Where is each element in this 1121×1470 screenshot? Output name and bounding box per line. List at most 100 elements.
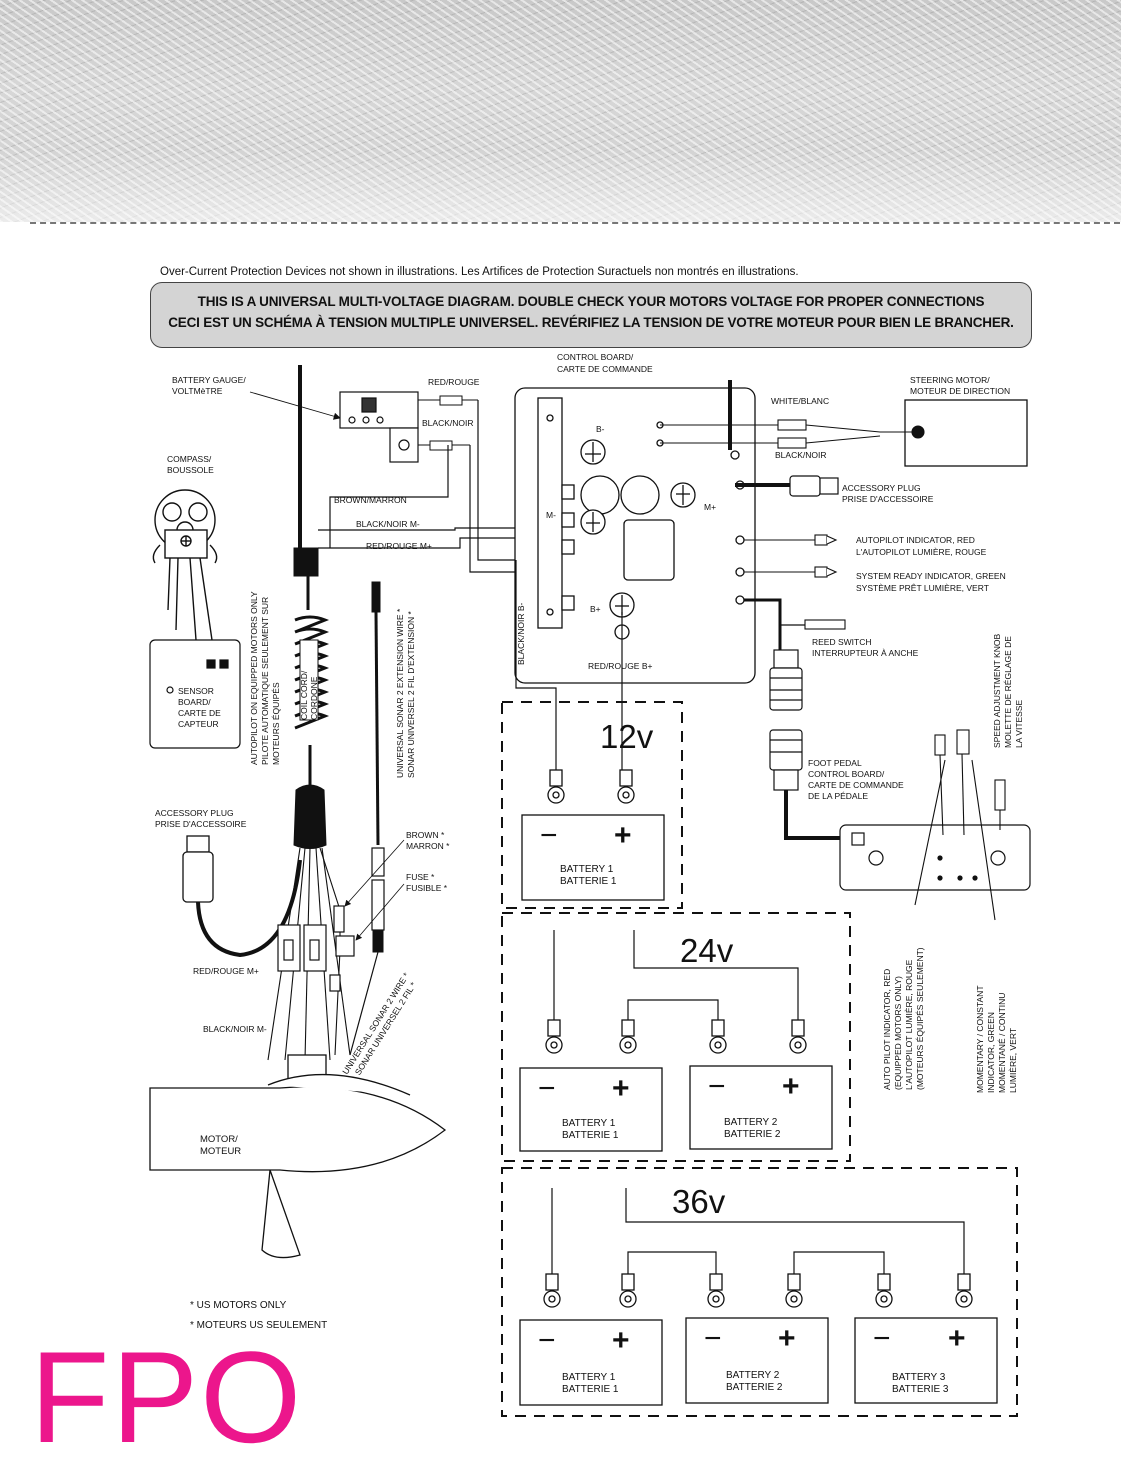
coil-cord-label: COIL CORD/ CORDONE — [299, 670, 319, 720]
b2-24v-minus: − — [708, 1070, 726, 1103]
motor-label-1: MOTOR/ — [200, 1134, 238, 1145]
svg-text:L'AUTOPILOT LUMIÈRE, ROUGE: L'AUTOPILOT LUMIÈRE, ROUGE — [904, 959, 914, 1090]
b3-36v-label-1: BATTERY 3 — [892, 1372, 946, 1383]
battery-12v-group: 12v − + BATTERY 1 BATTERIE 1 — [501, 701, 683, 909]
steering-motor-label-2: MOTEUR DE DIRECTION — [910, 386, 1010, 396]
footnote-us-only: * US MOTORS ONLY — [190, 1300, 287, 1311]
black-noir-b-label: BLACK/NOIR B- — [516, 602, 526, 665]
m-minus-label: M- — [546, 510, 556, 520]
svg-text:LUMIÈRE, VERT: LUMIÈRE, VERT — [1008, 1028, 1018, 1093]
system-ready-2: SYSTÈME PRÊT LUMIÈRE, VERT — [856, 583, 989, 593]
main-shaft — [293, 365, 319, 610]
b2-36v-plus: + — [778, 1322, 796, 1355]
trolling-motor — [149, 1054, 447, 1259]
voltage-36v: 36v — [672, 1183, 726, 1220]
svg-text:LA VITESSE: LA VITESSE — [1014, 699, 1024, 748]
sensor-board — [149, 639, 241, 749]
autopilot-indicator — [744, 534, 838, 546]
b2-24v-label-1: BATTERY 2 — [724, 1117, 778, 1128]
gauge-red-label: RED/ROUGE — [428, 377, 480, 387]
svg-text:SONAR UNIVERSEL 2 FIL D'EXTENS: SONAR UNIVERSEL 2 FIL D'EXTENSION * — [406, 611, 416, 778]
svg-text:(MOTEURS ÉQUIPÉS SEULEMENT): (MOTEURS ÉQUIPÉS SEULEMENT) — [915, 947, 925, 1090]
black-noir-m-lower: BLACK/NOIR M- — [203, 1024, 267, 1034]
brown-star-1: BROWN * — [406, 830, 445, 840]
foot-pedal-board — [839, 824, 1031, 891]
svg-text:INDICATOR, GREEN: INDICATOR, GREEN — [986, 1012, 996, 1093]
b1-36v-label-2: BATTERIE 1 — [562, 1384, 619, 1395]
overcurrent-note: Over-Current Protection Devices not show… — [160, 266, 799, 278]
sensor-label-3: CARTE DE — [178, 708, 221, 718]
autopilot-indicator-2: L'AUTOPILOT LUMIÈRE, ROUGE — [856, 547, 987, 557]
footnote-us-only-fr: * MOTEURS US SEULEMENT — [190, 1320, 328, 1331]
control-board-label-1: CONTROL BOARD/ — [557, 352, 634, 362]
b3-36v-label-2: BATTERIE 3 — [892, 1384, 949, 1395]
steering-wires — [660, 419, 925, 449]
sonar-extension-label: UNIVERSAL SONAR 2 EXTENSION WIRE * SONAR… — [395, 608, 416, 778]
compass-label-2: BOUSSOLE — [167, 465, 214, 475]
compass — [152, 489, 218, 641]
b1-12v-minus: − — [540, 819, 558, 852]
battery-24v-group: 24v − + − + BATTERY 1 BATTERIE 1 BATTERY… — [501, 912, 851, 1162]
black-noir-m-label: BLACK/NOIR M- — [356, 519, 420, 529]
b3-36v-minus: − — [873, 1322, 891, 1355]
banner-line-french: CECI EST UN SCHÉMA À TENSION MULTIPLE UN… — [168, 315, 1014, 330]
reed-switch — [744, 598, 846, 650]
steering-motor-label-1: STEERING MOTOR/ — [910, 375, 990, 385]
sonar-extension-wire — [349, 581, 385, 1056]
battery-gauge-label-1: BATTERY GAUGE/ — [172, 375, 246, 385]
b1-24v-label-1: BATTERY 1 — [562, 1118, 616, 1129]
motor-terminals — [277, 924, 327, 972]
svg-text:MOMENTARY / CONSTANT: MOMENTARY / CONSTANT — [975, 985, 985, 1093]
black-noir-steering-label: BLACK/NOIR — [775, 450, 827, 460]
fpo-stamp: FPO — [30, 1324, 304, 1470]
control-board-label-2: CARTE DE COMMANDE — [557, 364, 653, 374]
svg-text:SPEED ADJUSTMENT KNOB: SPEED ADJUSTMENT KNOB — [992, 634, 1002, 748]
reed-switch-1: REED SWITCH — [812, 637, 872, 647]
autopilot-indicator-rotated: AUTO PILOT INDICATOR, RED (EQUIPPED MOTO… — [882, 947, 925, 1090]
svg-text:UNIVERSAL SONAR 2 WIRE *: UNIVERSAL SONAR 2 WIRE * — [340, 970, 411, 1076]
system-ready-1: SYSTEM READY INDICATOR, GREEN — [856, 571, 1006, 581]
b3-36v-plus: + — [948, 1322, 966, 1355]
sensor-label-2: BOARD/ — [178, 697, 211, 707]
foot-pedal-4: DE LA PÉDALE — [808, 791, 868, 801]
svg-text:(EQUIPPED MOTORS ONLY): (EQUIPPED MOTORS ONLY) — [893, 976, 903, 1090]
red-rouge-b-label: RED/ROUGE B+ — [588, 661, 653, 671]
momentary-indicator-rotated: MOMENTARY / CONSTANT INDICATOR, GREEN MO… — [975, 985, 1018, 1093]
b1-12v-label-1: BATTERY 1 — [560, 864, 614, 875]
fuse-holder — [329, 905, 355, 992]
coil-cord — [294, 615, 330, 730]
foot-pedal-1: FOOT PEDAL — [808, 758, 862, 768]
svg-text:AUTOPILOT ON EQUIPPED MOTORS O: AUTOPILOT ON EQUIPPED MOTORS ONLY — [249, 591, 259, 765]
accessory-plug-left-1: ACCESSORY PLUG — [155, 808, 234, 818]
battery-leads — [515, 560, 623, 770]
voltage-12v: 12v — [600, 718, 654, 755]
warning-banner: THIS IS A UNIVERSAL MULTI-VOLTAGE DIAGRA… — [150, 282, 1032, 348]
svg-text:CORDONE: CORDONE — [309, 676, 319, 720]
svg-text:COIL CORD/: COIL CORD/ — [299, 670, 309, 720]
b1-36v-label-1: BATTERY 1 — [562, 1372, 616, 1383]
sonar-2wire-label: UNIVERSAL SONAR 2 WIRE * SONAR UNIVERSEL… — [340, 970, 419, 1077]
battery-gauge — [339, 391, 419, 463]
white-blanc-label: WHITE/BLANC — [771, 396, 829, 406]
foot-pedal-3: CARTE DE COMMANDE — [808, 780, 904, 790]
m-plus-label: M+ — [704, 502, 716, 512]
header-fade — [0, 150, 1121, 222]
header-dashed-divider — [30, 222, 1120, 224]
autopilot-equipped-note: AUTOPILOT ON EQUIPPED MOTORS ONLY PILOTE… — [249, 591, 281, 765]
svg-text:MOMENTANÉ / CONTINU: MOMENTANÉ / CONTINU — [997, 993, 1007, 1093]
battery-36v-group: 36v − + − + − + BATTERY 1 BATTERIE 1 BAT… — [501, 1167, 1018, 1417]
b2-24v-plus: + — [782, 1070, 800, 1103]
battery-gauge-label-2: VOLTMèTRE — [172, 386, 223, 396]
accessory-plug-right-1: ACCESSORY PLUG — [842, 483, 921, 493]
banner-line-english: THIS IS A UNIVERSAL MULTI-VOLTAGE DIAGRA… — [197, 294, 985, 309]
accessory-plug-right — [735, 475, 839, 497]
svg-text:SONAR UNIVERSEL 2 FIL *: SONAR UNIVERSEL 2 FIL * — [353, 980, 419, 1077]
b1-12v-plus: + — [614, 819, 632, 852]
svg-text:MOTEURS ÉQUIPÉS: MOTEURS ÉQUIPÉS — [271, 682, 281, 765]
b1-24v-minus: − — [538, 1072, 556, 1105]
svg-text:PILOTE AUTOMATIQUE SEULEMENT S: PILOTE AUTOMATIQUE SEULEMENT SUR — [260, 597, 270, 765]
b-plus-label: B+ — [590, 604, 601, 614]
cable-boot — [293, 745, 327, 849]
b1-12v-label-2: BATTERIE 1 — [560, 876, 617, 887]
control-board — [514, 387, 756, 684]
